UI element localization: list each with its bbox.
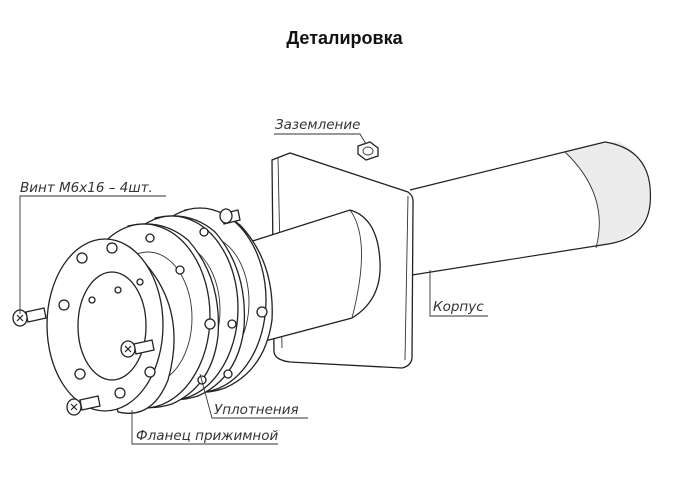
screw-label: Винт М6х16 – 4шт.: [20, 180, 153, 196]
flange-label: Фланец прижимной: [136, 428, 279, 444]
seals-label: Уплотнения: [214, 402, 299, 418]
grounding-label: Заземление: [275, 117, 360, 133]
screw-2: [66, 395, 101, 416]
flange-leader: [131, 410, 278, 445]
seals-leader: [199, 373, 308, 419]
screw-leader: [19, 195, 166, 314]
body-leader: [429, 270, 488, 317]
diagram-title: Деталировка: [286, 28, 403, 48]
grounding-nut: [357, 141, 379, 161]
body-label: Корпус: [433, 299, 484, 315]
screw-4: [219, 208, 241, 225]
body-tube: [409, 141, 652, 276]
screw-3: [120, 339, 155, 358]
body-spigot: [239, 209, 381, 346]
screw-1: [12, 307, 47, 327]
grounding-leader: [274, 133, 367, 145]
